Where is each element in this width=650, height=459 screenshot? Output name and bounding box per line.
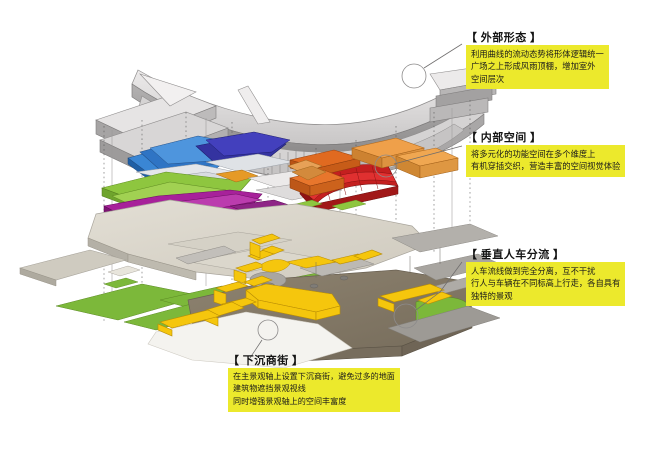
leader-traffic [415,261,463,311]
annotation-sunken: 【 下沉商街 】 在主景观轴上设置下沉商街，避免过多的地面 建筑物遮挡景观视线 … [228,354,400,413]
annotation-traffic-title: 【 垂直人车分流 】 [466,249,565,261]
callout-marker-interior [374,154,398,178]
annotation-leader-lines [249,43,463,359]
leader-interior [393,145,463,165]
annotation-interior-title: 【 内部空间 】 [466,132,542,144]
annotation-sunken-body: 在主景观轴上设置下沉商街，避免过多的地面 建筑物遮挡景观视线 同时增强景观轴上的… [228,368,400,413]
callout-marker-exterior [401,63,427,89]
leader-exterior [423,43,463,69]
annotation-traffic: 【 垂直人车分流 】 人车流线做到完全分离，互不干扰 行人与车辆在不同标高上行走… [466,248,626,307]
annotation-interior-body: 将多元化的功能空间在多个维度上 有机穿插交织，营造丰富的空间视觉体验 [466,145,626,177]
annotation-exterior-title: 【 外部形态 】 [466,32,542,44]
annotation-sunken-title: 【 下沉商街 】 [228,355,304,367]
leader-sunken [249,339,263,359]
callout-marker-traffic [393,303,419,329]
layer-circulation [157,223,501,343]
callout-marker-sunken [257,319,279,341]
annotation-interior: 【 内部空间 】 将多元化的功能空间在多个维度上 有机穿插交织，营造丰富的空间视… [466,131,626,177]
annotation-exterior: 【 外部形态 】 利用曲线的流动态势将形体逻辑统一 广场之上形成风雨顶棚，增加室… [466,31,609,90]
annotation-traffic-body: 人车流线做到完全分离，互不干扰 行人与车辆在不同标高上行走，各自具有 独特的景观 [466,262,626,307]
annotation-exterior-body: 利用曲线的流动态势将形体逻辑统一 广场之上形成风雨顶棚，增加室外 空间层次 [466,45,609,90]
layer-program-volumes [100,131,459,229]
